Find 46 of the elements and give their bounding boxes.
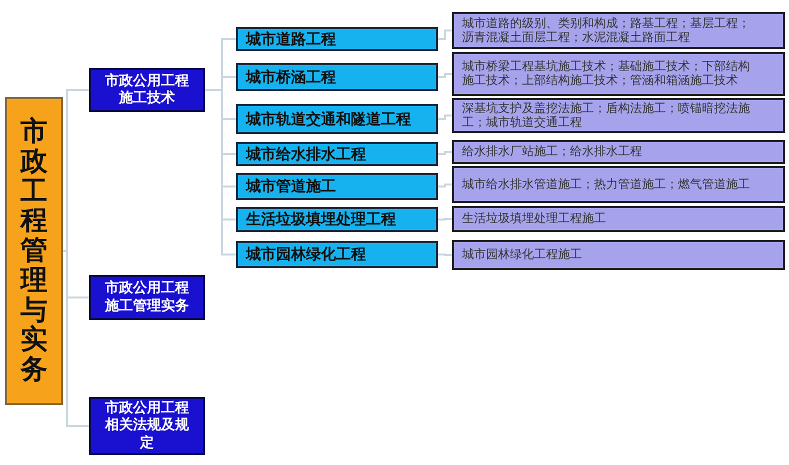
detail-box — [452, 166, 785, 203]
node-text: 城市园林绿化工程 — [246, 245, 366, 264]
detail-box — [452, 12, 785, 49]
node-text: 城市给水排水工程 — [246, 144, 366, 164]
detail-box — [452, 206, 785, 232]
node-text: 生活垃圾填埋处理工程 — [246, 210, 396, 229]
category-box — [89, 275, 205, 320]
connector-line — [63, 250, 89, 427]
category-box — [89, 68, 205, 112]
node-text: 城市给水排水管道施工；热力管道施工；燃气管道施工 — [462, 178, 750, 192]
connector-line — [63, 89, 89, 252]
connector-line — [438, 254, 452, 256]
detail-box — [452, 98, 785, 133]
topic-box — [236, 104, 438, 134]
node-text: 城市道路的级别、类别和构成；路基工程；基层工程；沥青混凝土面层工程；水泥混凝土路面工程 — [462, 16, 751, 44]
topic-box — [236, 27, 438, 51]
connector-line — [205, 89, 236, 256]
connector-line — [438, 218, 452, 220]
topic-box — [236, 142, 438, 166]
detail-box — [452, 240, 785, 270]
topic-box — [236, 241, 438, 268]
node-text: 市政公用工程施工管理实务 — [104, 280, 190, 315]
node-text: 城市桥梁工程基坑施工技术；基础施工技术；下部结构施工技术；上部结构施工技术；管涵和箱涵施工技术 — [462, 60, 751, 88]
detail-box — [452, 52, 785, 96]
connector-line — [438, 73, 452, 78]
node-text: 城市轨道交通和隧道工程 — [246, 110, 411, 128]
node-text: 生活垃圾填埋处理工程施工 — [462, 212, 606, 226]
node-text: 给水排水厂站施工；给水排水工程 — [462, 145, 642, 159]
node-text: 城市园林绿化工程施工 — [462, 248, 582, 262]
node-text: 城市道路工程 — [246, 30, 336, 48]
node-text: 深基坑支护及盖挖法施工；盾构法施工；喷锚暗挖法施工；城市轨道交通工程 — [462, 102, 751, 130]
connector-line — [438, 184, 452, 188]
category-box — [89, 397, 205, 455]
topic-box — [236, 173, 438, 200]
topic-box — [236, 207, 438, 232]
connector-line — [438, 114, 452, 120]
connector-line — [438, 151, 452, 155]
title-box — [5, 97, 63, 405]
node-text: 市政工程管理与实务 — [20, 117, 48, 385]
node-text: 市政公用工程施工技术 — [104, 72, 190, 108]
topic-box — [236, 63, 438, 91]
node-text: 城市桥涵工程 — [246, 68, 336, 86]
node-text: 城市管道施工 — [246, 177, 336, 196]
connector-line — [438, 30, 452, 40]
node-text: 市政公用工程相关法规及规定 — [104, 400, 190, 452]
detail-box — [452, 140, 785, 164]
